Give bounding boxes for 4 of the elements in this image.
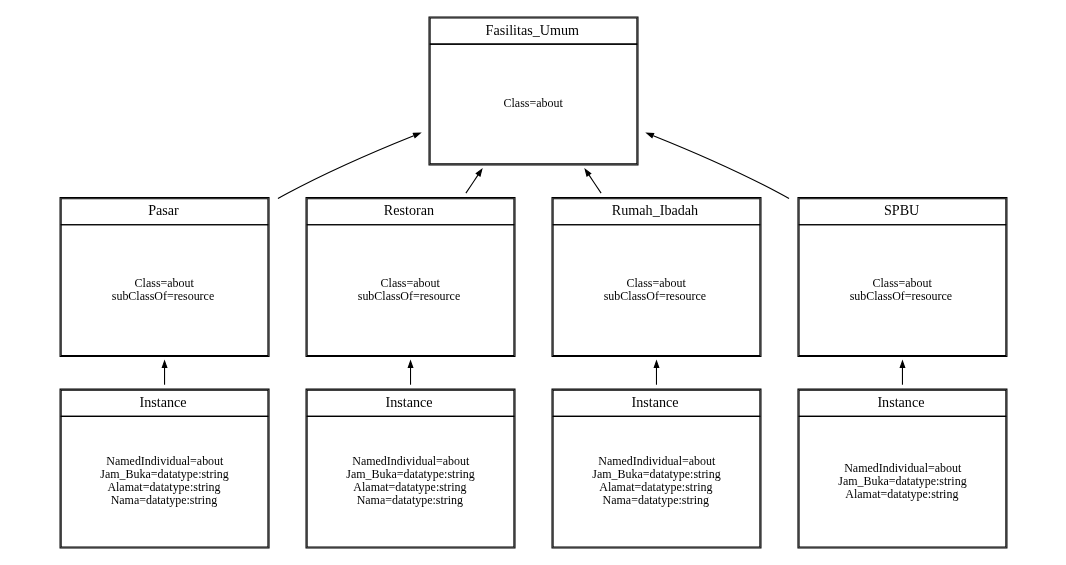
arrow (464, 168, 483, 194)
arrow (644, 132, 790, 200)
arrow (276, 132, 422, 200)
arrow (583, 168, 602, 194)
